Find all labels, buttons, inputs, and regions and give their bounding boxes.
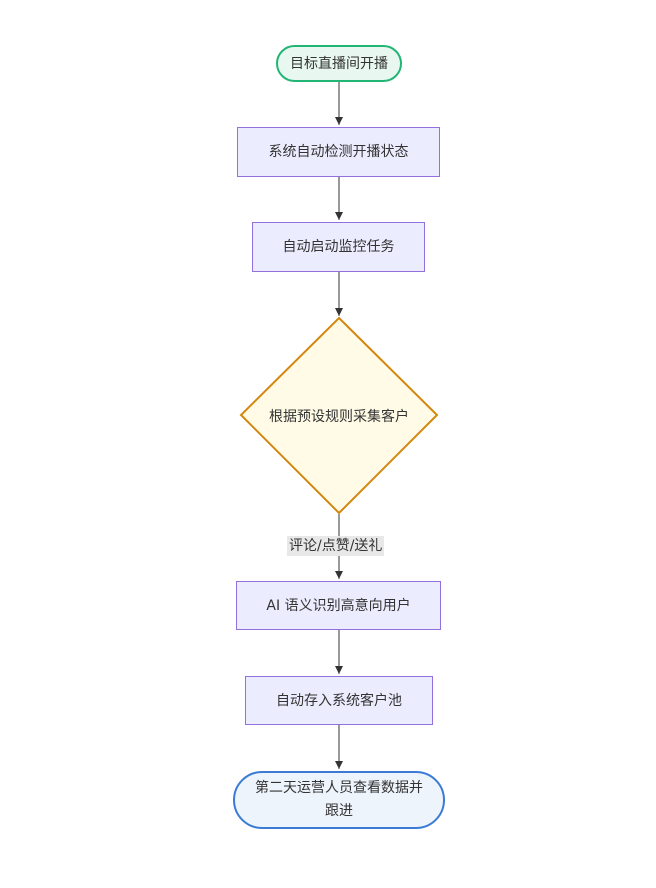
ai-node: AI 语义识别高意向用户 xyxy=(236,581,441,630)
edge-label-collect-to-ai: 评论/点赞/送礼 xyxy=(287,536,385,556)
decision-node-label: 根据预设规则采集客户 xyxy=(269,408,409,425)
monitor-node: 自动启动监控任务 xyxy=(252,222,425,272)
detect-node-label: 系统自动检测开播状态 xyxy=(268,144,409,160)
ai-node-label: AI 语义识别高意向用户 xyxy=(266,597,411,614)
store-node-label: 自动存入系统客户池 xyxy=(276,692,402,709)
follow-up-node-label-line2: 跟进 xyxy=(325,803,353,819)
follow-up-node-label-line1: 第二天运营人员查看数据并 xyxy=(255,780,423,796)
store-node: 自动存入系统客户池 xyxy=(245,676,433,725)
start-node-label: 目标直播间开播 xyxy=(290,55,388,72)
detect-node: 系统自动检测开播状态 xyxy=(237,127,440,177)
start-node: 目标直播间开播 xyxy=(276,45,402,82)
decision-node: 根据预设规则采集客户 xyxy=(241,318,437,513)
decision-diamond-shape xyxy=(239,316,439,515)
monitor-node-label: 自动启动监控任务 xyxy=(282,239,395,255)
follow-up-node: 第二天运营人员查看数据并 跟进 xyxy=(233,771,445,829)
